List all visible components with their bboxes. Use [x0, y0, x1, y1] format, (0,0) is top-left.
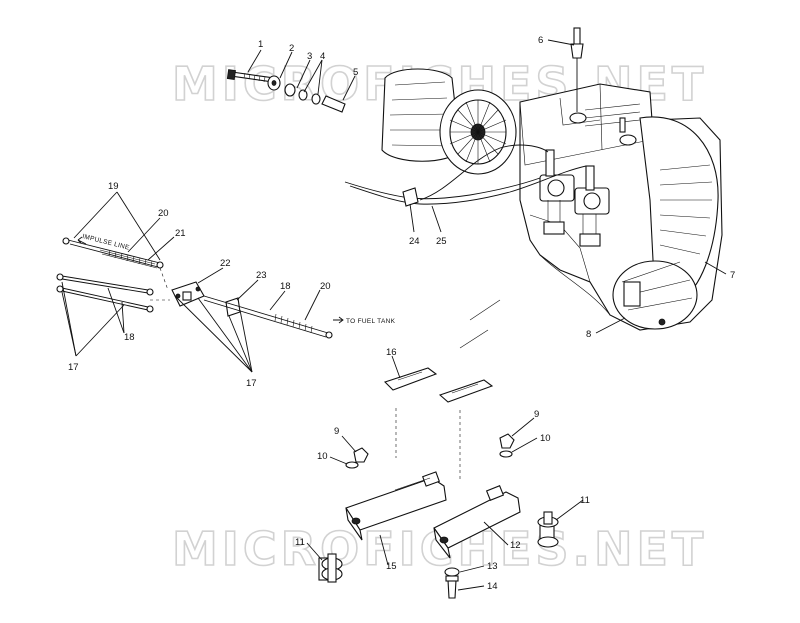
drive-clutch: [381, 68, 517, 175]
callout-12: 12: [510, 540, 521, 551]
callout-18-left: 18: [124, 332, 135, 343]
callout-24: 24: [409, 236, 420, 247]
callout-19: 19: [108, 181, 119, 192]
callout-8: 8: [586, 329, 591, 340]
to-fuel-tank-note: TO FUEL TANK: [346, 318, 396, 325]
callout-16: 16: [386, 347, 397, 358]
callout-2: 2: [289, 43, 294, 54]
callout-21: 21: [175, 228, 186, 239]
callout-15: 15: [386, 561, 397, 572]
leader-lines: [61, 39, 727, 591]
callout-23: 23: [256, 270, 267, 281]
callouts: 1 2 3 4 5 6 7 8 24 25 19 20 21 22 23 18 …: [68, 35, 735, 592]
callout-5: 5: [353, 67, 358, 78]
callout-4: 4: [320, 51, 325, 62]
callout-17-center: 17: [246, 378, 257, 389]
callout-17-left: 17: [68, 362, 79, 373]
callout-13: 13: [487, 561, 498, 572]
callout-7: 7: [730, 270, 735, 281]
callout-18-right: 18: [280, 281, 291, 292]
engine-assembly: [519, 27, 723, 331]
fuel-lines: [56, 237, 333, 339]
callout-14: 14: [487, 581, 498, 592]
callout-10-right: 10: [540, 433, 551, 444]
bolt-stack: [226, 69, 346, 113]
callout-3: 3: [307, 51, 312, 62]
callout-25: 25: [436, 236, 447, 247]
engine-mounts: [318, 299, 559, 599]
callout-9-right: 9: [534, 409, 539, 420]
callout-9-left: 9: [334, 426, 339, 437]
callout-22: 22: [220, 258, 231, 269]
callout-1: 1: [258, 39, 263, 50]
callout-20-upper: 20: [158, 208, 169, 219]
callout-6: 6: [538, 35, 543, 46]
callout-10-left: 10: [317, 451, 328, 462]
throttle-cables: [344, 144, 587, 207]
callout-11-left: 11: [295, 537, 305, 548]
callout-11-right: 11: [580, 495, 590, 506]
callout-20-lower: 20: [320, 281, 331, 292]
